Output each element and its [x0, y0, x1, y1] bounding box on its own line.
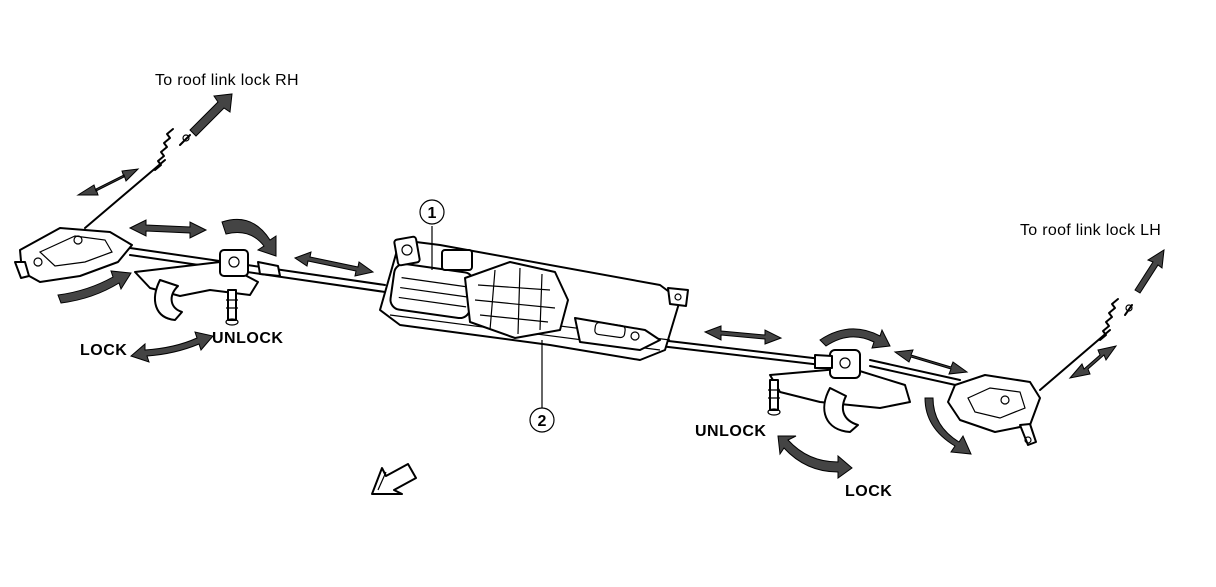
- curved-arrow-icon: [924, 397, 972, 455]
- roof-cable-rh: [84, 128, 191, 229]
- curved-arrow-icon: [819, 328, 891, 349]
- double-arrow-icon: [1068, 345, 1118, 379]
- left-hook-assembly: [134, 249, 281, 326]
- label-roof-link-lock-rh: To roof link lock RH: [155, 72, 299, 89]
- right-lock-plate: [947, 374, 1041, 446]
- callout-1: 1: [419, 199, 445, 270]
- curved-arrow-icon: [777, 435, 853, 479]
- callout-1-number: 1: [428, 205, 437, 222]
- label-lock-right: LOCK: [845, 483, 892, 500]
- main-link-rod: [129, 247, 961, 387]
- label-roof-link-lock-lh: To roof link lock LH: [1020, 222, 1161, 239]
- double-arrow-icon: [1134, 249, 1165, 294]
- label-unlock-right: UNLOCK: [695, 423, 766, 440]
- double-arrow-icon: [128, 219, 208, 239]
- label-unlock-left: UNLOCK: [212, 330, 283, 347]
- curved-arrow-icon: [130, 331, 214, 363]
- callout-2-number: 2: [538, 413, 547, 430]
- motion-arrows: [57, 93, 1165, 479]
- curved-arrow-icon: [221, 218, 277, 257]
- double-arrow-icon: [293, 251, 375, 277]
- front-arrow-icon: [371, 463, 417, 495]
- double-arrow-icon: [189, 93, 233, 137]
- double-arrow-icon: [76, 168, 140, 196]
- roof-cable-lh: [1039, 298, 1133, 391]
- double-arrow-icon: [893, 349, 969, 375]
- label-lock-left: LOCK: [80, 342, 127, 359]
- motor-assembly: [379, 235, 689, 361]
- curved-arrow-icon: [57, 270, 132, 304]
- double-arrow-icon: [703, 325, 783, 345]
- right-hook-assembly: [767, 349, 911, 433]
- left-lock-plate: [14, 227, 133, 283]
- callout-2: 2: [529, 340, 555, 433]
